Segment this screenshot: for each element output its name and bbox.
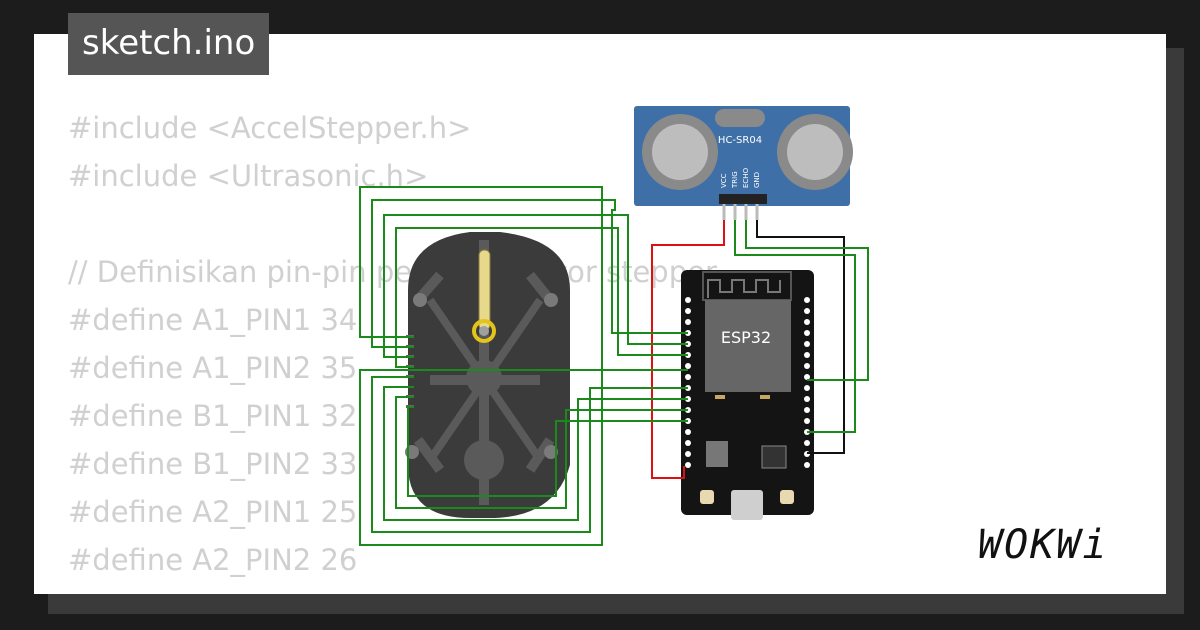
hc-sr04-sensor[interactable]: HC-SR04 VCC TRIG ECHO GND xyxy=(634,106,853,220)
wire-vcc[interactable] xyxy=(651,220,725,479)
wire-stepper[interactable] xyxy=(407,406,688,497)
wire-stepper[interactable] xyxy=(371,199,688,348)
code-line: #define A1_PIN2 35 xyxy=(68,351,358,385)
brand-text: WOKWi xyxy=(978,522,1109,568)
wire-stepper[interactable] xyxy=(359,186,688,546)
wires xyxy=(359,186,869,546)
wire-stepper[interactable] xyxy=(383,386,688,521)
stepper-motor[interactable] xyxy=(405,232,570,518)
wire-stepper[interactable] xyxy=(371,376,688,533)
code-line: #define B2_PIN1 27 xyxy=(68,584,717,594)
sensor-pin-label: ECHO xyxy=(742,167,750,188)
sensor-pin-label: TRIG xyxy=(731,171,739,189)
esp32-board[interactable]: ESP32 xyxy=(681,270,814,520)
code-line: #define A1_PIN1 34 xyxy=(68,303,358,337)
sensor-pin-label: VCC xyxy=(720,173,728,188)
wire-trig[interactable] xyxy=(734,220,856,433)
code-line: #include <Ultrasonic.h> xyxy=(68,159,429,193)
code-line: #define A2_PIN2 26 xyxy=(68,543,358,577)
wire-stepper[interactable] xyxy=(395,227,688,368)
code-line: #define B1_PIN2 33 xyxy=(68,447,358,481)
wokwi-logo: WOKWi xyxy=(978,522,1150,582)
code-line: #include <AccelStepper.h> xyxy=(68,111,472,145)
sensor-label: HC-SR04 xyxy=(718,135,762,146)
code-line: #define B1_PIN1 32 xyxy=(68,399,358,433)
sensor-pin-label: GND xyxy=(753,172,761,188)
wire-stepper[interactable] xyxy=(395,396,688,509)
board-label: ESP32 xyxy=(721,328,771,347)
wire-echo[interactable] xyxy=(745,220,869,381)
wire-gnd[interactable] xyxy=(756,220,845,454)
code-line: #define A2_PIN1 25 xyxy=(68,495,358,529)
wire-stepper[interactable] xyxy=(383,214,688,358)
preview-card: #include <AccelStepper.h> #include <Ultra… xyxy=(34,34,1166,594)
file-title-tab: sketch.ino xyxy=(68,13,270,75)
code-preview: #include <AccelStepper.h> #include <Ultra… xyxy=(68,104,717,594)
